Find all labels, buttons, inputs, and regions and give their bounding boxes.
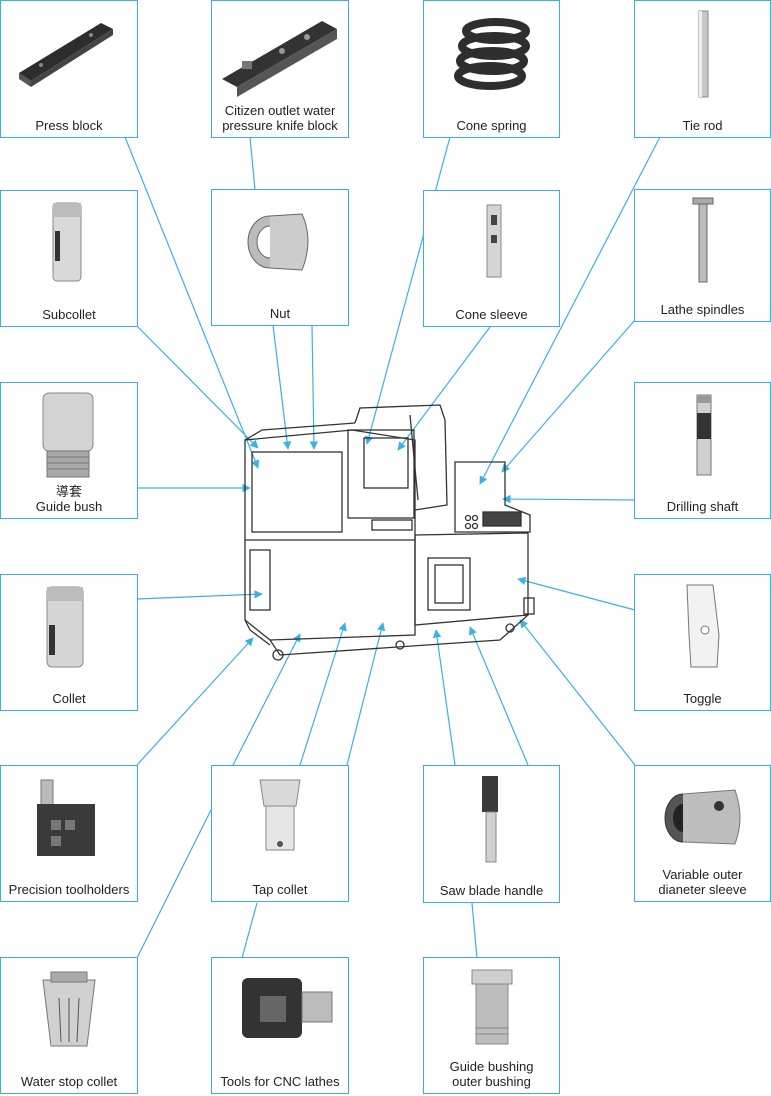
part-card-guide-bush[interactable]: 導套 Guide bush bbox=[0, 382, 138, 519]
part-card-tie-rod[interactable]: Tie rod bbox=[634, 0, 771, 138]
connector-saw-2 bbox=[469, 626, 529, 766]
part-card-cone-sleeve[interactable]: Cone sleeve bbox=[423, 190, 560, 327]
part-card-lathe-spindles[interactable]: Lathe spindles bbox=[634, 189, 771, 322]
subcollet-icon bbox=[52, 202, 82, 282]
guide-bushing-outer-icon bbox=[471, 969, 513, 1045]
part-label: Cone spring bbox=[456, 118, 527, 133]
connector-subcollet bbox=[136, 325, 259, 449]
drilling-shaft-icon bbox=[696, 394, 712, 476]
part-label: Guide bushing outer bushing bbox=[449, 1059, 534, 1089]
connector-toggle bbox=[517, 576, 636, 611]
part-label: Toggle bbox=[683, 691, 722, 706]
water-stop-collet-icon bbox=[42, 971, 96, 1047]
cnc-tool-icon bbox=[242, 978, 333, 1038]
part-card-toggle[interactable]: Toggle bbox=[634, 574, 771, 711]
part-card-saw-blade-handle[interactable]: Saw blade handle bbox=[423, 765, 560, 903]
connector-collet bbox=[136, 590, 263, 600]
part-label: Precision toolholders bbox=[8, 882, 130, 897]
part-card-variable-sleeve[interactable]: Variable outer dianeter sleeve bbox=[634, 765, 771, 902]
toolholder-icon bbox=[37, 779, 95, 856]
connector-tools-cnc bbox=[241, 902, 258, 959]
connector-lathe-spindles bbox=[501, 319, 636, 473]
part-label: Subcollet bbox=[42, 307, 96, 322]
connector-tap-2 bbox=[299, 622, 347, 766]
connector-cone-spring bbox=[364, 136, 451, 445]
connector-tap-3 bbox=[346, 622, 386, 766]
connector-water-stop bbox=[136, 807, 213, 959]
connector-saw-1 bbox=[432, 629, 456, 766]
part-label: Citizen outlet water pressure knife bloc… bbox=[222, 103, 338, 133]
knife-block-icon bbox=[222, 21, 337, 97]
cone-sleeve-icon bbox=[486, 204, 502, 278]
part-card-water-stop-collet[interactable]: Water stop collet bbox=[0, 957, 138, 1094]
part-card-precision-toolholders[interactable]: Precision toolholders bbox=[0, 765, 138, 902]
connector-nut-2 bbox=[309, 324, 319, 450]
part-label: Tap collet bbox=[252, 882, 308, 897]
part-card-collet[interactable]: Collet bbox=[0, 574, 138, 711]
part-card-subcollet[interactable]: Subcollet bbox=[0, 190, 138, 327]
part-card-drilling-shaft[interactable]: Drilling shaft bbox=[634, 382, 771, 519]
part-label: Water stop collet bbox=[20, 1074, 118, 1089]
part-label: Collet bbox=[52, 691, 86, 706]
connector-variable-sleeve bbox=[519, 619, 636, 766]
part-label: Lathe spindles bbox=[660, 302, 745, 317]
press-block-icon bbox=[19, 23, 113, 87]
collet-icon bbox=[46, 586, 84, 668]
connector-citizen bbox=[249, 136, 256, 191]
part-card-press-block[interactable]: Press block bbox=[0, 0, 138, 138]
part-label: Tie rod bbox=[682, 118, 723, 133]
part-label: Drilling shaft bbox=[666, 499, 739, 514]
part-card-cone-spring[interactable]: Cone spring bbox=[423, 0, 560, 138]
variable-sleeve-icon bbox=[664, 789, 741, 845]
part-card-citizen-knife-block[interactable]: Citizen outlet water pressure knife bloc… bbox=[211, 0, 349, 138]
nut-icon bbox=[247, 213, 309, 271]
part-label: Variable outer dianeter sleeve bbox=[658, 867, 747, 897]
part-card-guide-bushing-outer[interactable]: Guide bushing outer bushing bbox=[423, 957, 560, 1094]
connector-tie-rod bbox=[479, 136, 661, 485]
saw-blade-handle-icon bbox=[482, 776, 498, 863]
toggle-icon bbox=[686, 584, 720, 668]
part-label: Press block bbox=[35, 118, 103, 133]
guide-bush-icon bbox=[42, 392, 94, 478]
cone-spring-icon bbox=[454, 18, 530, 90]
connector-guide-outer bbox=[471, 902, 478, 959]
part-card-nut[interactable]: Nut bbox=[211, 189, 349, 326]
lathe-spindle-icon bbox=[692, 197, 714, 283]
connector-drilling-shaft bbox=[502, 494, 636, 504]
connector-toolholders bbox=[136, 637, 254, 766]
part-label: 導套 Guide bush bbox=[35, 484, 103, 514]
part-card-tap-collet[interactable]: Tap collet bbox=[211, 765, 349, 902]
part-label: Tools for CNC lathes bbox=[220, 1074, 340, 1089]
part-label: Nut bbox=[269, 306, 291, 321]
part-label: Saw blade handle bbox=[439, 883, 544, 898]
part-card-tools-cnc-lathes[interactable]: Tools for CNC lathes bbox=[211, 957, 349, 1094]
connector-tap-1 bbox=[232, 633, 301, 766]
part-label: Cone sleeve bbox=[455, 307, 528, 322]
tie-rod-icon bbox=[698, 10, 709, 98]
connector-press-block bbox=[124, 136, 260, 469]
tap-collet-icon bbox=[259, 779, 301, 851]
